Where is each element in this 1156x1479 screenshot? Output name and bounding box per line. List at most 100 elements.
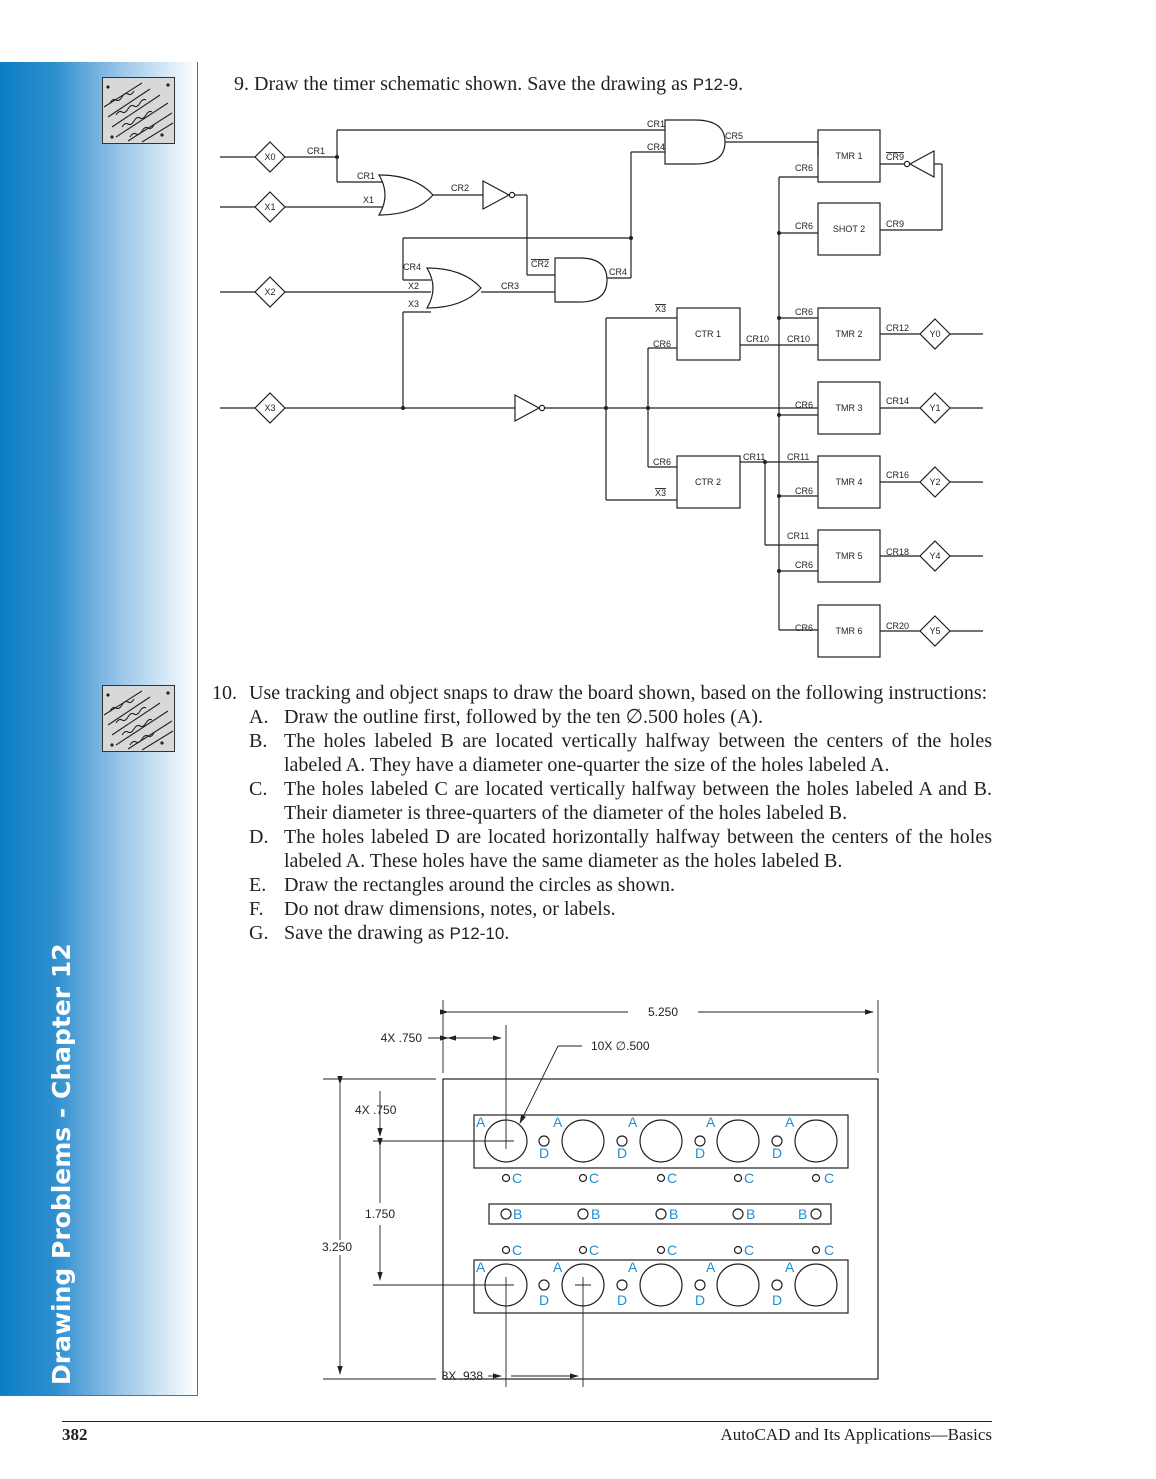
step-text: Save the drawing as — [284, 922, 450, 944]
dim-width: 5.250 — [648, 1005, 678, 1019]
signal-label: CR12 — [886, 323, 909, 333]
output-y5: Y5 — [929, 626, 940, 636]
signal-label: CR10 — [746, 334, 769, 344]
input-x0: X0 — [264, 152, 275, 162]
label-d: D — [539, 1145, 549, 1161]
step-item: E.Draw the rectangles around the circles… — [249, 873, 992, 897]
problem-9-period: . — [738, 73, 744, 95]
signal-label: X3 — [655, 488, 666, 498]
timer-schematic: X0 X1 X2 X3 CR1 CR1 X1 CR2 CR1 CR4 CR5 C… — [220, 119, 983, 658]
label-a: A — [706, 1114, 716, 1130]
label-a: A — [785, 1114, 795, 1130]
dim-holes: 10X ∅.500 — [591, 1039, 650, 1053]
input-x1: X1 — [264, 202, 275, 212]
signal-label: CR20 — [886, 621, 909, 631]
signal-label: CR6 — [795, 221, 813, 231]
label-d: D — [617, 1145, 627, 1161]
block-ctr1: CTR 1 — [695, 329, 721, 339]
problem-9: 9. Draw the timer schematic shown. Save … — [216, 72, 1016, 97]
label-a: A — [785, 1259, 795, 1275]
label-b: B — [591, 1206, 600, 1222]
label-a: A — [628, 1259, 638, 1275]
signal-label: CR6 — [795, 400, 813, 410]
label-b: B — [746, 1206, 755, 1222]
signal-label: CR6 — [653, 339, 671, 349]
circuit-icon — [102, 77, 175, 144]
signal-label: CR1 — [307, 146, 325, 156]
step-letter: D. — [249, 826, 269, 848]
label-c: C — [589, 1242, 599, 1258]
footer-divider — [62, 1421, 992, 1422]
label-a: A — [553, 1259, 563, 1275]
signal-label: CR11 — [787, 531, 809, 541]
step-letter: F. — [249, 898, 264, 920]
label-d: D — [695, 1145, 705, 1161]
signal-label: CR11 — [787, 452, 809, 462]
label-c: C — [744, 1242, 754, 1258]
signal-label: CR4 — [609, 267, 627, 277]
dim-8x: 8X .938 — [442, 1369, 484, 1383]
step-item: D.The holes labeled D are located horizo… — [249, 825, 992, 873]
signal-label: CR18 — [886, 547, 909, 557]
signal-label: CR3 — [501, 281, 519, 291]
output-y0: Y0 — [929, 329, 940, 339]
signal-label: CR6 — [795, 560, 813, 570]
label-d: D — [617, 1292, 627, 1308]
label-c: C — [512, 1170, 522, 1186]
signal-label: CR5 — [725, 131, 743, 141]
signal-label: CR9 — [886, 152, 904, 162]
board-drawing: 5.250 4X .750 10X ∅.500 4X .750 1.750 3.… — [322, 1000, 879, 1387]
signal-label: CR4 — [403, 262, 421, 272]
label-a: A — [706, 1259, 716, 1275]
block-tmr4: TMR 4 — [836, 477, 863, 487]
signal-label: CR10 — [787, 334, 810, 344]
step-period: . — [504, 922, 510, 944]
label-a: A — [553, 1114, 563, 1130]
step-letter: G. — [249, 922, 269, 944]
signal-label: CR6 — [653, 457, 671, 467]
signal-label: X3 — [408, 299, 419, 309]
output-y2: Y2 — [929, 477, 940, 487]
problem-10-steps: A. Draw the outline first, followed by th… — [212, 705, 992, 946]
step-text: Draw the outline first, followed by the … — [284, 706, 763, 728]
step-letter: A. — [249, 706, 269, 728]
step-item: C.The holes labeled C are located vertic… — [249, 777, 992, 825]
problem-9-text: Draw the timer schematic shown. Save the… — [254, 73, 693, 95]
step-text: Do not draw dimensions, notes, or labels… — [284, 898, 616, 920]
problem-10-number: 10. — [212, 682, 237, 704]
step-item: A. Draw the outline first, followed by th… — [249, 705, 992, 729]
step-filename: P12-10 — [449, 924, 505, 943]
running-title: AutoCAD and Its Applications—Basics — [720, 1425, 992, 1444]
label-c: C — [744, 1170, 754, 1186]
signal-label: CR14 — [886, 396, 909, 406]
block-tmr1: TMR 1 — [836, 151, 863, 161]
input-x2: X2 — [264, 287, 275, 297]
sidebar-chapter-title: Drawing Problems - Chapter 12 — [47, 943, 76, 1385]
signal-label: CR4 — [647, 142, 665, 152]
step-text: The holes labeled B are located vertical… — [284, 730, 992, 776]
signal-label: X3 — [655, 304, 666, 314]
signal-label: X1 — [363, 195, 374, 205]
label-a: A — [476, 1114, 486, 1130]
label-c: C — [824, 1170, 834, 1186]
signal-label: CR9 — [886, 219, 904, 229]
label-c: C — [667, 1242, 677, 1258]
output-y4: Y4 — [929, 551, 940, 561]
label-b: B — [798, 1206, 807, 1222]
step-item: B.The holes labeled B are located vertic… — [249, 729, 992, 777]
block-shot2: SHOT 2 — [833, 224, 865, 234]
dim-1750: 1.750 — [365, 1207, 395, 1221]
label-d: D — [539, 1292, 549, 1308]
label-b: B — [669, 1206, 678, 1222]
step-item: G. Save the drawing as P12-10. — [249, 921, 992, 946]
block-tmr5: TMR 5 — [836, 551, 863, 561]
problem-10: 10. Use tracking and object snaps to dra… — [212, 681, 992, 946]
signal-label: CR6 — [795, 623, 813, 633]
label-b: B — [513, 1206, 522, 1222]
signal-label: CR6 — [795, 307, 813, 317]
signal-label: CR11 — [743, 452, 765, 462]
step-text: The holes labeled C are located vertical… — [284, 778, 992, 824]
label-d: D — [695, 1292, 705, 1308]
signal-label: CR6 — [795, 486, 813, 496]
label-d: D — [772, 1145, 782, 1161]
